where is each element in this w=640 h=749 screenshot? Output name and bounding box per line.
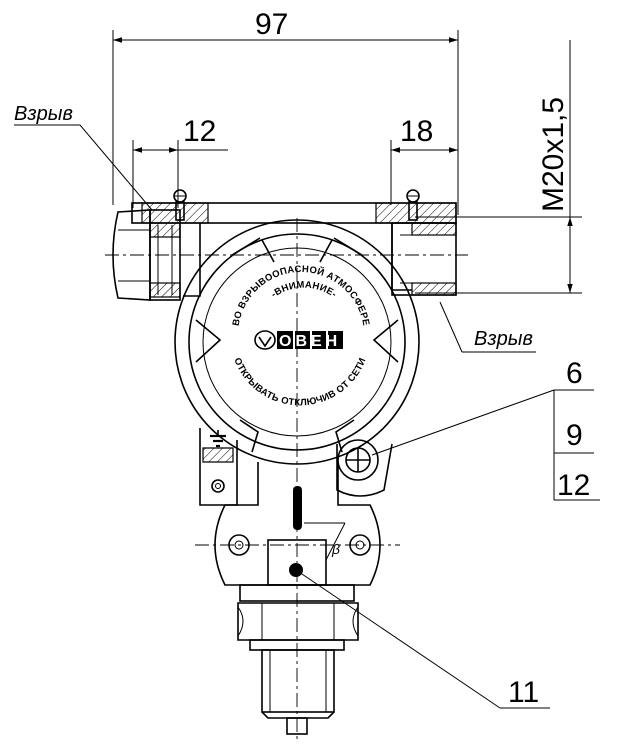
callout-11: 11 <box>295 569 550 709</box>
brand-logo: ОВЕН <box>254 330 343 350</box>
svg-text:β: β <box>331 541 340 557</box>
cover-middle-text: -ВНИМАНИЕ- <box>269 279 339 300</box>
hex-nut <box>237 584 359 651</box>
callout-table: 6 9 12 <box>371 357 600 502</box>
threaded-fitting <box>261 649 335 735</box>
right-threaded-port <box>391 222 457 296</box>
dimension-right-thread: 18 <box>390 115 459 205</box>
terminal-block <box>199 428 238 506</box>
label-explosion-right: Взрыв <box>439 301 536 353</box>
label-explosion-left: Взрыв <box>14 103 153 211</box>
dim-thread-spec-label: M20x1,5 <box>537 97 570 212</box>
housing-cover <box>174 219 420 465</box>
screw-icon <box>406 189 420 221</box>
explosion-left-text: Взрыв <box>14 103 73 125</box>
explosion-right-text: Взрыв <box>474 328 533 350</box>
callout-12: 12 <box>557 469 590 502</box>
mounting-flange: β <box>214 462 381 586</box>
cover-inscription: ВО ВЗРЫВООПАСНОЙ АТМОСФЕРЕ -ВНИМАНИЕ- ОТ… <box>231 264 372 409</box>
dim-overall-width-label: 97 <box>255 8 288 41</box>
dimension-left-thread: 12 <box>132 115 228 208</box>
brand-logo-text: ОВЕН <box>279 333 341 350</box>
callout-11-label: 11 <box>508 676 539 709</box>
dimension-overall-width: 97 <box>112 8 459 215</box>
callout-6: 6 <box>566 357 583 390</box>
seal-wire-icon <box>336 439 393 497</box>
dim-right-thread-label: 18 <box>400 115 433 148</box>
dim-left-thread-label: 12 <box>183 115 216 148</box>
screw-icon <box>173 189 187 221</box>
ground-symbol-icon <box>210 430 226 448</box>
cover-lower-text: ОТКРЫВАТЬ ОТКЛЮЧИВ ОТ СЕТИ <box>231 356 368 408</box>
cover-upper-text: ВО ВЗРЫВООПАСНОЙ АТМОСФЕРЕ <box>231 264 372 327</box>
left-cable-gland <box>112 209 181 301</box>
callout-9: 9 <box>566 419 583 452</box>
